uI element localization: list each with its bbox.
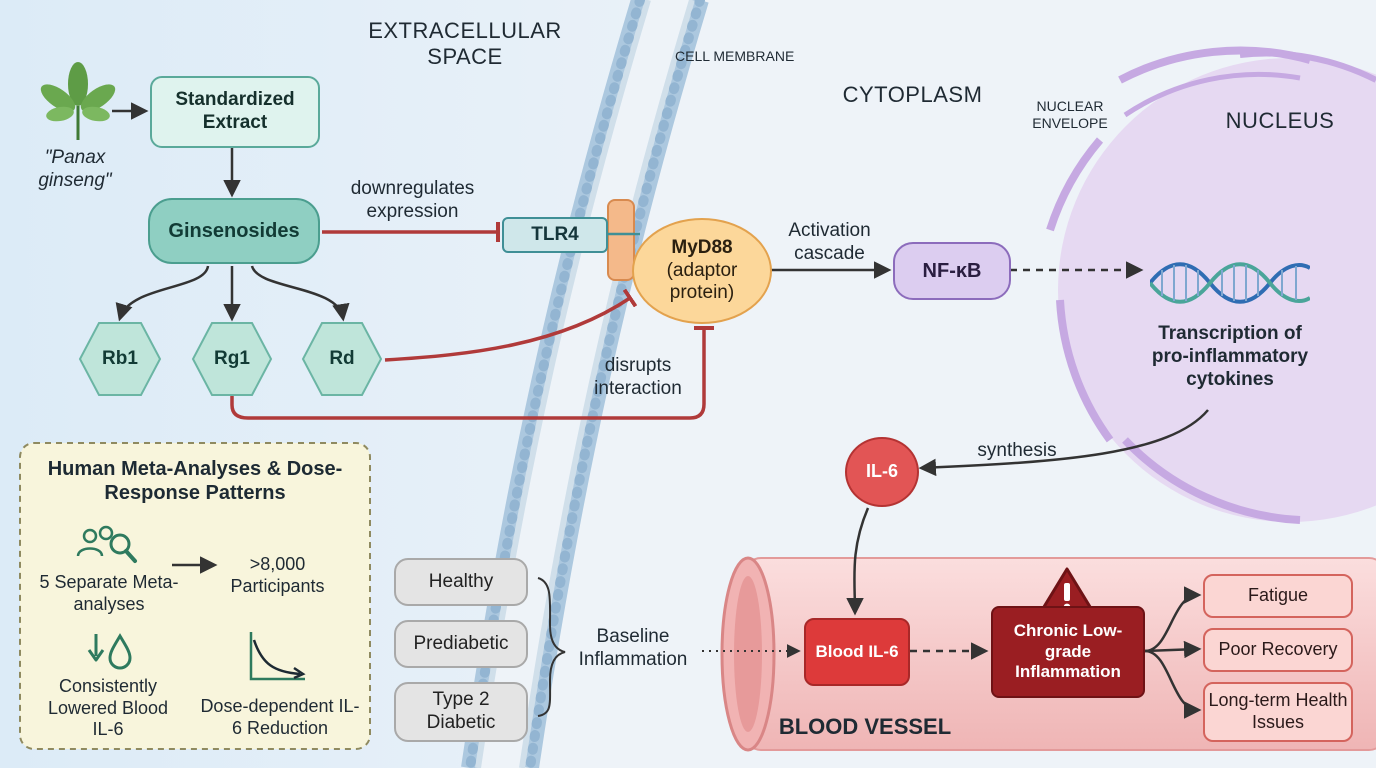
population-type2-diabetic: Type 2 Diabetic bbox=[394, 682, 528, 742]
synthesis-label: synthesis bbox=[977, 440, 1057, 461]
standardized-extract-box: Standardized Extract bbox=[150, 76, 320, 148]
lowered-il6-label: Consistently Lowered Blood IL-6 bbox=[47, 676, 169, 740]
nuclear-envelope-label: NUCLEAR ENVELOPE bbox=[1032, 98, 1108, 131]
people-search-icon bbox=[76, 524, 138, 571]
extracellular-label: EXTRACELLULAR SPACE bbox=[368, 18, 562, 70]
effect-long-term-health: Long-term Health Issues bbox=[1203, 682, 1353, 742]
dose-dependent-label: Dose-dependent IL-6 Reduction bbox=[200, 696, 360, 738]
nucleus-label: NUCLEUS bbox=[1225, 108, 1335, 133]
hex-rd bbox=[301, 322, 383, 396]
myd88-subtitle: (adaptor protein) bbox=[666, 259, 738, 304]
cytoplasm-label: CYTOPLASM bbox=[842, 82, 983, 107]
effect-poor-recovery: Poor Recovery bbox=[1203, 628, 1353, 672]
tlr4-box: TLR4 bbox=[502, 217, 608, 253]
cell-membrane-label: CELL MEMBRANE bbox=[675, 48, 795, 64]
dna-icon bbox=[1148, 258, 1312, 313]
blood-il6-box: Blood IL-6 bbox=[804, 618, 910, 686]
transcription-label: Transcription of pro-inflammatory cytoki… bbox=[1151, 323, 1309, 390]
chronic-inflammation-box: Chronic Low-grade Inflammation bbox=[991, 606, 1145, 698]
baseline-inflammation-label: Baseline Inflammation bbox=[578, 626, 688, 670]
meta-analyses-count: 5 Separate Meta-analyses bbox=[39, 572, 179, 614]
population-healthy: Healthy bbox=[394, 558, 528, 606]
hex-rb1 bbox=[78, 322, 162, 396]
meta-panel-title: Human Meta-Analyses & Dose-Response Patt… bbox=[47, 458, 343, 504]
activation-label: Activation cascade bbox=[788, 220, 871, 264]
il6-node: IL-6 bbox=[845, 437, 919, 507]
dose-curve-icon bbox=[248, 630, 308, 687]
effect-fatigue: Fatigue bbox=[1203, 574, 1353, 618]
participants-count: >8,000 Participants bbox=[230, 554, 325, 596]
myd88-node: MyD88 (adaptor protein) bbox=[632, 218, 772, 324]
meta-panel-frame bbox=[19, 442, 371, 750]
myd88-title: MyD88 bbox=[671, 236, 733, 258]
rb1-label: Rb1 bbox=[102, 347, 138, 369]
nfkb-box: NF-κB bbox=[893, 242, 1011, 300]
ginsenosides-box: Ginsenosides bbox=[148, 198, 320, 264]
population-prediabetic: Prediabetic bbox=[394, 620, 528, 668]
leaf-icon bbox=[38, 62, 118, 147]
rg1-label: Rg1 bbox=[214, 347, 250, 369]
blood-vessel-label: BLOOD VESSEL bbox=[778, 714, 952, 739]
tlr4-receptor-block bbox=[607, 199, 635, 281]
rd-label: Rd bbox=[329, 347, 355, 369]
downregulates-label: downregulates expression bbox=[350, 178, 475, 222]
disrupts-label: disrupts interaction bbox=[594, 355, 682, 399]
hex-rg1 bbox=[191, 322, 273, 396]
down-arrow-drop-icon bbox=[86, 632, 134, 675]
plant-name: "Panax ginseng" bbox=[38, 147, 112, 191]
